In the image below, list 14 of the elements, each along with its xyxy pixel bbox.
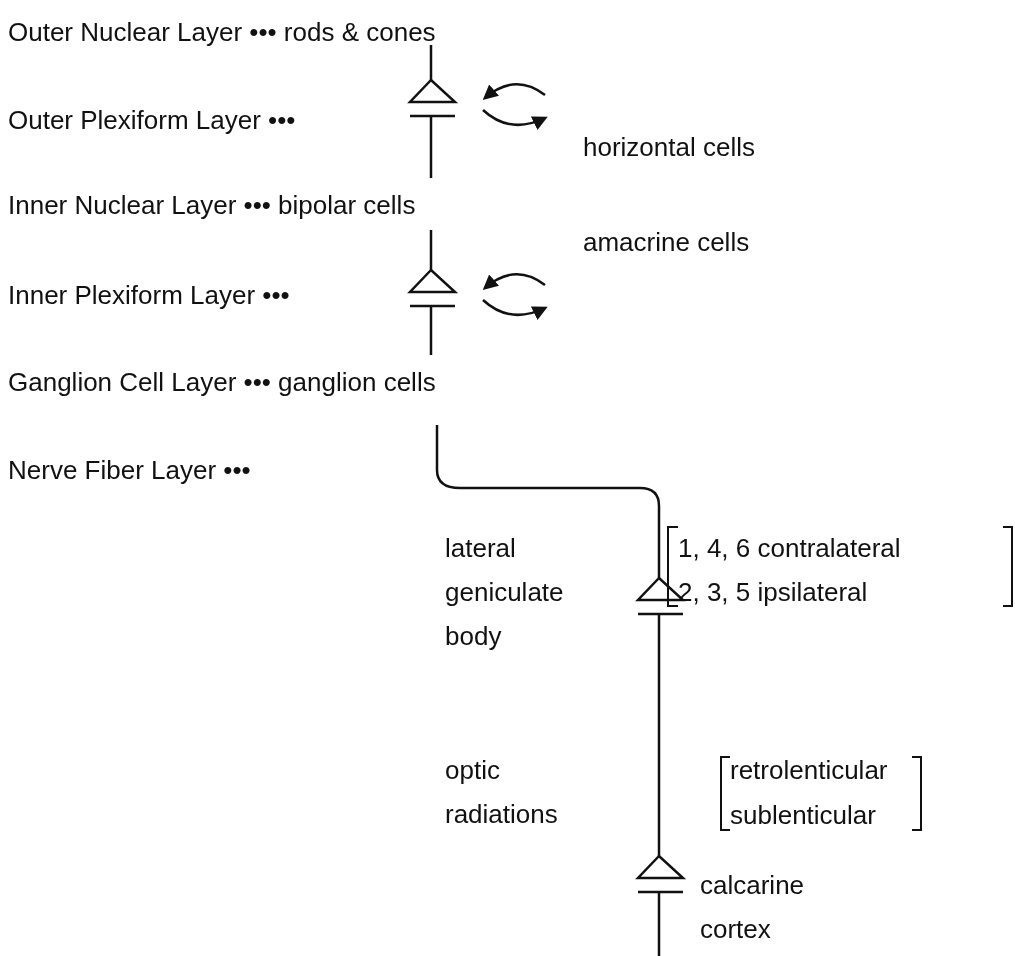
layer-label: Outer Plexiform Layer ••• — [8, 104, 296, 137]
structure-label: lateral geniculate body — [445, 532, 565, 653]
cell-label: horizontal cells — [583, 131, 755, 164]
layer-list-text: 1, 4, 6 contralateral — [678, 532, 901, 565]
layer-label: Inner Nuclear Layer ••• bipolar cells — [8, 189, 416, 222]
cell-label: amacrine cells — [583, 226, 750, 259]
layer-label: Nerve Fiber Layer ••• — [8, 454, 251, 487]
pathway-label: retrolenticular — [730, 754, 888, 787]
structure-label: optic radiations — [445, 754, 559, 831]
layer-label: Ganglion Cell Layer ••• ganglion cells — [8, 366, 436, 399]
layer-label: Outer Nuclear Layer ••• rods & cones — [8, 16, 436, 49]
pathway-label: sublenticular — [730, 799, 876, 832]
structure-label: calcarine cortex — [700, 869, 806, 946]
layer-label: Inner Plexiform Layer ••• — [8, 279, 290, 312]
